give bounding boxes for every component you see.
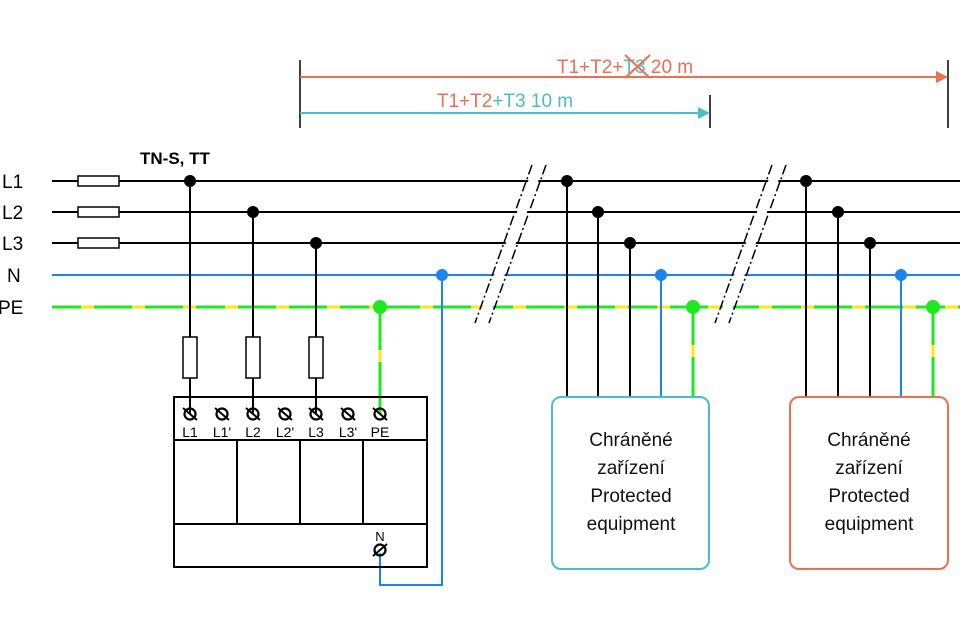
junction-n (436, 269, 448, 281)
equipment-1-line4: equipment (587, 514, 676, 535)
conductor-label-l1: L1 (2, 172, 23, 193)
distance-long-arrowhead (936, 71, 948, 83)
equipment-2-line2: zařízení (835, 458, 903, 479)
distance-long-label: T1+T2+T3 20 m (557, 57, 693, 78)
break-gap (477, 165, 544, 323)
equipment-1-box (551, 396, 710, 570)
spd-terminal-label: L1 (182, 424, 198, 440)
conductor-labels: L1 L2 L3 N PE (0, 172, 23, 319)
equipment-1-line3: Protected (590, 486, 671, 507)
spd-body (173, 396, 428, 568)
spd-terminal-label: PE (371, 424, 390, 440)
spd-terminal: L1' (213, 407, 231, 440)
input-fuses (77, 175, 120, 249)
system-type-label: TN-S, TT (140, 149, 210, 168)
equipment-2-line3: Protected (828, 486, 909, 507)
distance-short-label: T1+T2+T3 10 m (437, 91, 573, 112)
equipment-1-wiring (561, 175, 700, 397)
spd-terminal-label: L2' (276, 424, 294, 440)
equipment-2-wiring (800, 175, 940, 397)
equipment-2-box (789, 396, 949, 570)
cross-mark (624, 54, 651, 79)
equipment-2-line1: Chráněné (827, 430, 910, 451)
conductor-label-pe: PE (0, 298, 23, 319)
break-mark-1 (474, 164, 547, 324)
fuse-l2 (77, 206, 120, 218)
spd-fuse-l2 (245, 336, 261, 379)
conductor-label-l3: L3 (2, 234, 23, 255)
spd-terminal: PE (371, 407, 390, 440)
spd-fuse-l1 (182, 336, 198, 379)
equipment-1-line1: Chráněné (589, 430, 672, 451)
spd-terminal: L1 (182, 407, 198, 440)
spd-terminal: L2' (276, 407, 294, 440)
spd-terminal-label: L2 (245, 424, 261, 440)
spd-terminal-label: L3 (308, 424, 324, 440)
label-part: +T3 10 m (492, 91, 573, 112)
junction-pe (373, 300, 387, 314)
spd-terminal: L3' (339, 407, 357, 440)
break-gap (717, 165, 784, 323)
distance-short: T1+T2+T3 10 m (300, 91, 711, 128)
junction-l1 (184, 175, 196, 187)
label-part: T1+T2 (437, 91, 492, 112)
spd-terminal: L2 (245, 407, 261, 440)
conductor-label-l2: L2 (2, 203, 23, 224)
distance-long: T1+T2+T3 20 m (299, 54, 949, 128)
spd-module: L1 L1' L2 L2' L3 L3' PE N (173, 396, 428, 568)
equipment-2: Chráněné zařízení Protected equipment (789, 396, 949, 570)
spd-fuse-l3 (308, 336, 324, 379)
distance-short-arrowhead (698, 107, 710, 119)
break-mark-2 (714, 164, 787, 324)
spd-terminal-label-n: N (375, 529, 384, 544)
equipment-1-line2: zařízení (597, 458, 665, 479)
fuse-l1 (77, 175, 120, 187)
equipment-2-line4: equipment (825, 514, 914, 535)
busbars (52, 180, 960, 309)
junction-l3 (310, 237, 322, 249)
label-part: T1+T2+ (557, 57, 624, 78)
spd-terminal-n (372, 543, 388, 557)
equipment-1: Chráněné zařízení Protected equipment (551, 396, 710, 570)
junction-l2 (247, 206, 259, 218)
conductor-label-n: N (7, 266, 21, 287)
spd-terminal-label: L1' (213, 424, 231, 440)
spd-terminal: L3 (308, 407, 324, 440)
crossed-out-text: T3 (623, 57, 645, 78)
label-part: 20 m (646, 57, 694, 78)
fuse-l3 (77, 237, 120, 249)
spd-terminal-label: L3' (339, 424, 357, 440)
